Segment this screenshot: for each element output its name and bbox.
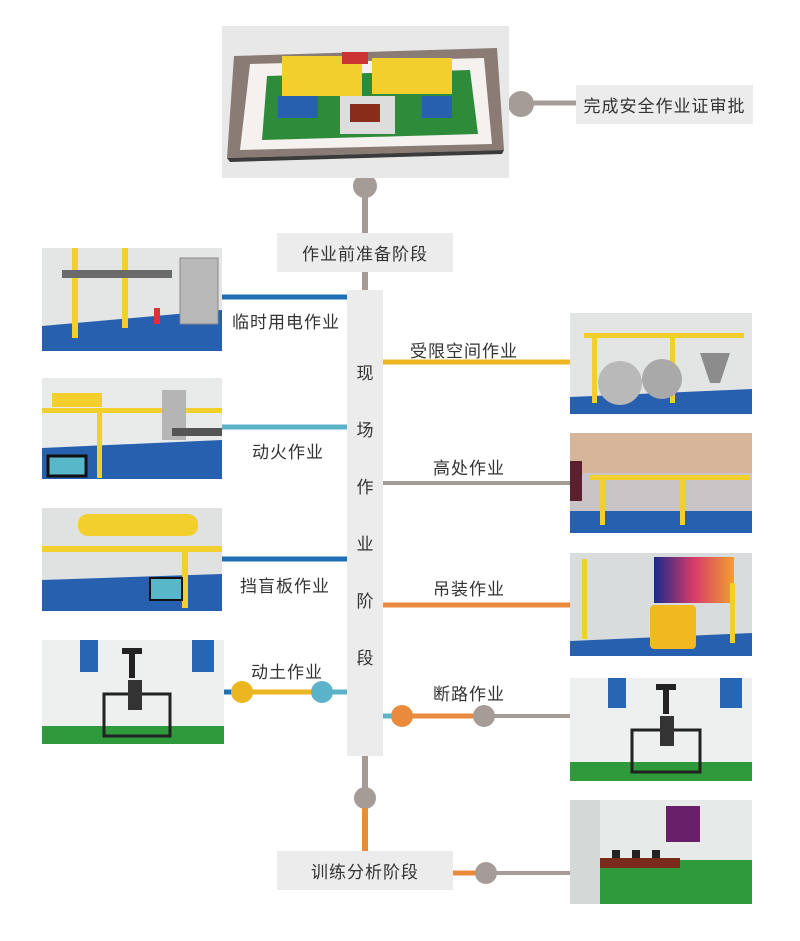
training-stage-label: 训练分析阶段 — [277, 851, 453, 890]
trunk-bottom-node — [354, 787, 376, 809]
temp-electric-image — [42, 248, 222, 351]
op-hot-work: 动火作业 — [252, 443, 324, 463]
onsite-char-1: 现 — [356, 364, 374, 384]
onsite-char-5: 阶 — [356, 592, 374, 612]
op-confined-space: 受限空间作业 — [410, 342, 518, 362]
prep-stage-text: 作业前准备阶段 — [302, 245, 428, 265]
onsite-char-3: 作 — [356, 478, 374, 498]
onsite-char-4: 业 — [356, 535, 374, 555]
excavation-image — [42, 640, 224, 744]
onsite-char-2: 场 — [356, 421, 374, 441]
trunk-top-node — [353, 174, 377, 198]
approval-node — [508, 91, 534, 117]
training-stage-text: 训练分析阶段 — [311, 863, 419, 883]
op-road-breaking: 断路作业 — [433, 685, 505, 705]
training-image — [570, 800, 752, 904]
blind-plate-image — [42, 508, 222, 611]
onsite-char-6: 段 — [356, 649, 374, 669]
training-node — [475, 862, 497, 884]
op-height-work: 高处作业 — [433, 459, 505, 479]
op-temp-electric: 临时用电作业 — [232, 313, 340, 333]
confined-space-image — [570, 313, 752, 414]
hot-work-image — [42, 378, 222, 479]
approval-stage-text: 完成安全作业证审批 — [583, 97, 746, 117]
lifting-image — [570, 553, 752, 656]
road-breaking-image — [570, 678, 752, 781]
op-excavation: 动土作业 — [251, 663, 323, 683]
op-lifting: 吊装作业 — [433, 580, 505, 600]
op-blind-plate: 挡盲板作业 — [240, 577, 330, 597]
overview-image — [222, 26, 509, 178]
onsite-stage-column: 现 场 作 业 阶 段 — [347, 290, 383, 756]
approval-stage-label: 完成安全作业证审批 — [576, 85, 753, 124]
prep-stage-label: 作业前准备阶段 — [277, 233, 453, 272]
height-work-image — [570, 433, 752, 533]
